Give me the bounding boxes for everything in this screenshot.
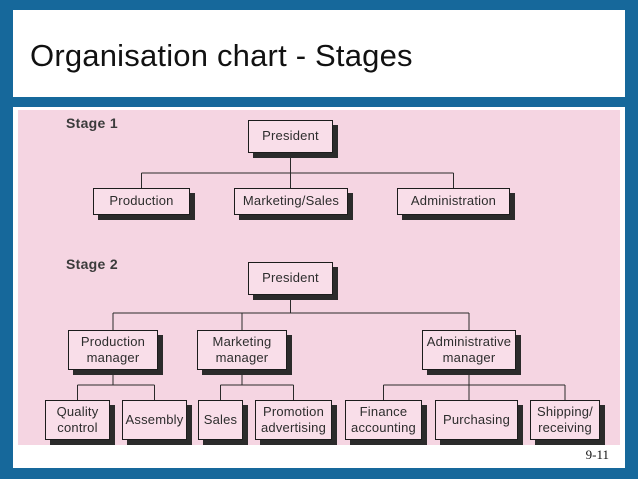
org-node-promotion-advertising: Promotion advertising [255, 400, 332, 440]
org-node-assembly: Assembly [122, 400, 187, 440]
title-divider [0, 97, 638, 107]
stage1-label: Stage 1 [66, 115, 118, 131]
slide: Organisation chart - Stages [13, 10, 625, 468]
org-node-marketing-sales: Marketing/Sales [234, 188, 348, 215]
org-node-quality-control: Quality control [45, 400, 110, 440]
org-chart: Stage 1 President Production Marketing/S… [18, 110, 620, 445]
org-node-president-stage1: President [248, 120, 333, 153]
org-node-production-manager: Production manager [68, 330, 158, 370]
org-node-marketing-manager: Marketing manager [197, 330, 287, 370]
org-node-finance-accounting: Finance accounting [345, 400, 422, 440]
org-node-purchasing: Purchasing [435, 400, 518, 440]
page-number: 9-11 [585, 447, 609, 462]
org-node-shipping-receiving: Shipping/ receiving [530, 400, 600, 440]
org-node-administration: Administration [397, 188, 510, 215]
org-node-sales: Sales [198, 400, 243, 440]
page-title: Organisation chart - Stages [30, 38, 413, 73]
stage2-label: Stage 2 [66, 256, 118, 272]
org-node-production: Production [93, 188, 190, 215]
org-chart-connectors [77, 153, 566, 400]
org-node-president-stage2: President [248, 262, 333, 295]
org-node-administrative-manager: Administrative manager [422, 330, 516, 370]
